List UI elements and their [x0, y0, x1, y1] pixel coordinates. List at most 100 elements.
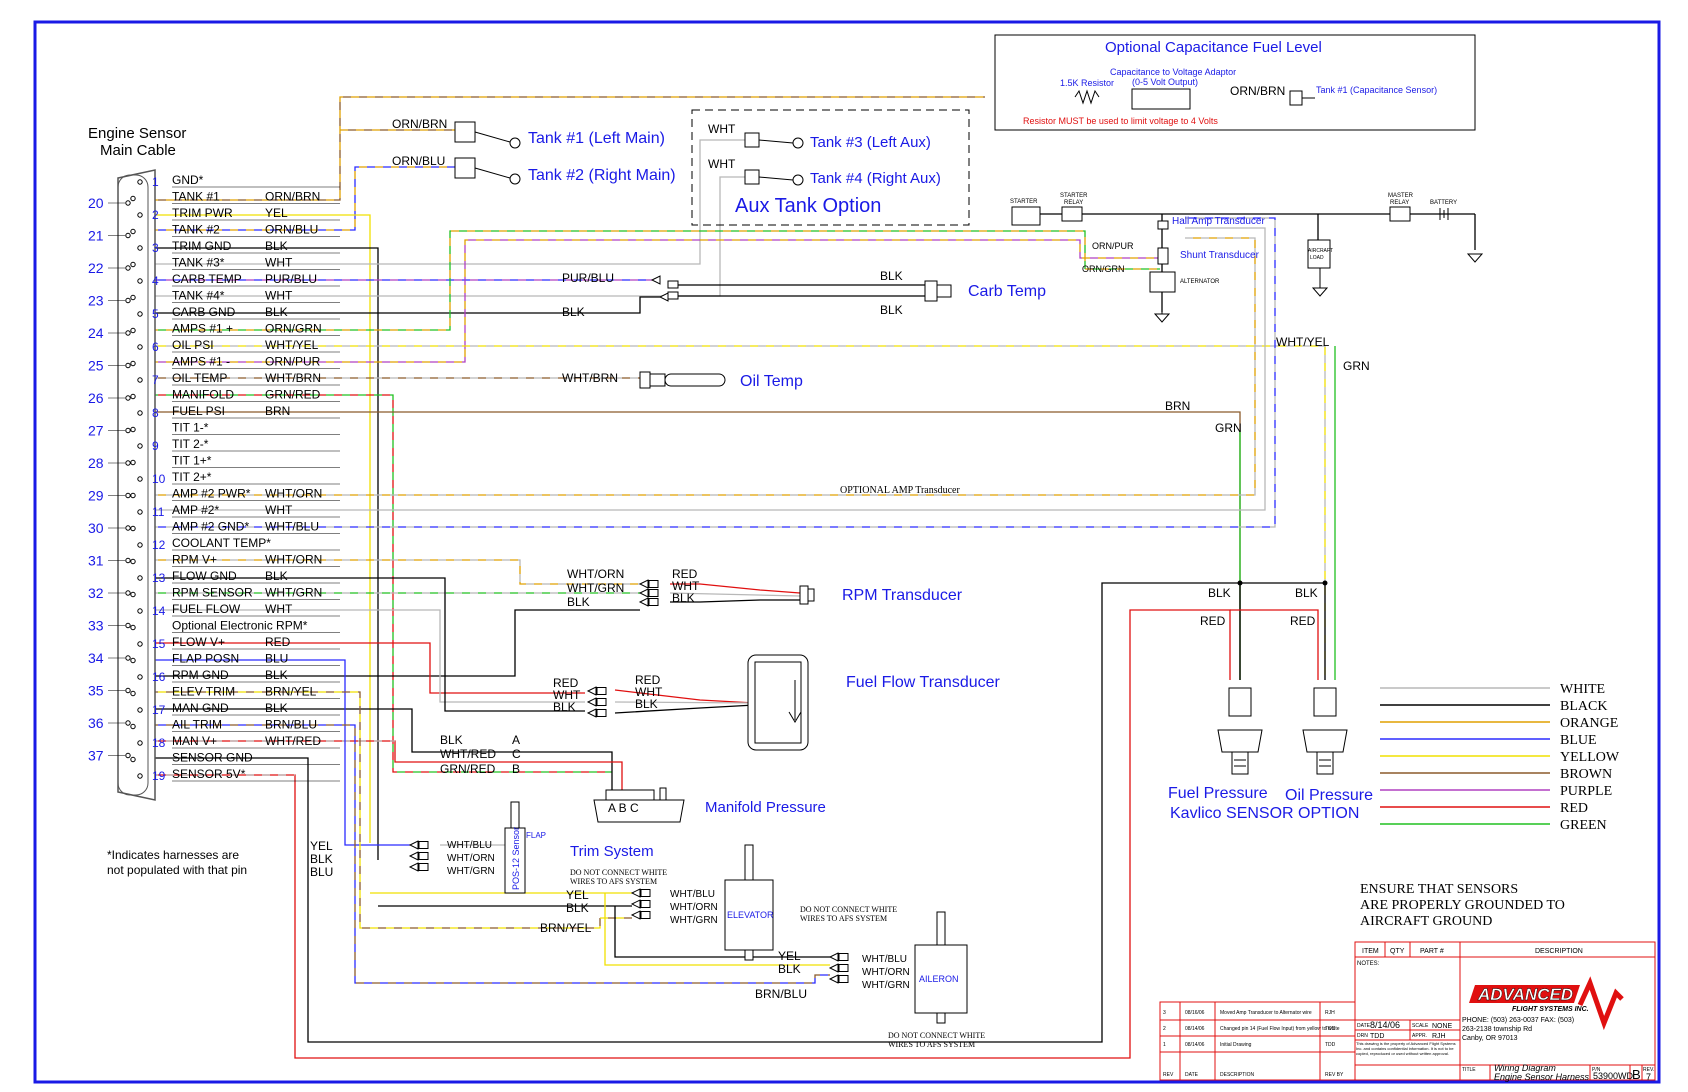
connector-left-number: 35 [88, 683, 104, 699]
pin-name: SENSOR 5V* [172, 767, 246, 781]
company-name: ADVANCED [1477, 985, 1573, 1004]
flap-w2: WHT/ORN [447, 853, 495, 864]
pin-hole [137, 245, 143, 251]
starter [1011, 206, 1041, 226]
connector-socket [838, 953, 849, 961]
company-sub: FLIGHT SYSTEMS INC. [1512, 1006, 1589, 1013]
oil-temp-sensor: WHT/BRN Oil Temp [562, 371, 803, 390]
tb-date-lbl: DATE [1357, 1023, 1371, 1029]
pin-hole [137, 674, 143, 680]
master-relay-label-2: RELAY [1390, 200, 1409, 206]
capacitance-wire: ORN/BRN [1230, 84, 1285, 98]
pin-hole [130, 360, 136, 367]
rpm-w2: WHT/GRN [567, 581, 624, 595]
pin-name: Optional Electronic RPM* [172, 619, 308, 633]
pin-number: 11 [152, 505, 165, 519]
tb-appr: RJH [1432, 1033, 1446, 1040]
pin-name: AMP #2 PWR* [172, 487, 251, 501]
tb-scale-lbl: SCALE [1412, 1023, 1429, 1029]
manifold-pressure-sensor: BLK A WHT/RED C GRN/RED B A B C Manifold… [440, 733, 826, 823]
elev-warn-1: DO NOT CONNECT WHITE [800, 905, 897, 914]
connector-socket [648, 589, 659, 597]
pin-name: AIL TRIM [172, 718, 222, 732]
oil-temp-label: Oil Temp [740, 373, 803, 390]
connector-socket [640, 889, 651, 897]
capacitance-title: Optional Capacitance Fuel Level [1105, 39, 1322, 56]
elev-w1: WHT/BLU [670, 889, 715, 900]
pin-hole [130, 525, 136, 532]
pin-hole [137, 773, 143, 779]
title-block: ITEM QTY PART # DESCRIPTION NOTES: DATE … [1159, 941, 1656, 1082]
trim-left-1: YEL [310, 839, 333, 853]
tb-notes: NOTES: [1357, 961, 1380, 967]
connector-pin [638, 597, 649, 607]
hall-label: Hall Amp Transducer [1172, 216, 1265, 227]
connector-left-hole [125, 265, 131, 271]
flow-label: Fuel Flow Transducer [846, 674, 1001, 691]
connector-left-hole [125, 200, 131, 206]
elev-left-3: BRN/YEL [540, 921, 592, 935]
pin-wire-color: ORN/GRN [265, 322, 322, 336]
pin-hole [130, 624, 136, 631]
pin-wire-color: RED [265, 635, 291, 649]
tb-drn-lbl: DRN [1357, 1033, 1368, 1039]
rpm-w1: WHT/ORN [567, 567, 624, 581]
flow-w3: BLK [553, 700, 576, 714]
flap-connectors [408, 840, 429, 872]
rpm-w3: BLK [567, 595, 590, 609]
pin-wire-color: WHT/ORN [265, 487, 322, 501]
pin-name: TIT 2+* [172, 470, 212, 484]
rev-header: DESCRIPTION [1220, 1072, 1255, 1078]
carb-wire-blk-1: BLK [880, 269, 903, 283]
kav-brn: BRN [1165, 399, 1190, 413]
kavlico-sensors: WHT/YEL GRN BRN GRN BLK BLK RED RED Fuel… [1165, 335, 1373, 822]
fuel-pressure-sensor [1217, 687, 1263, 775]
connector-left-hole [125, 687, 131, 694]
pin-wire-color: ORN/BRN [265, 190, 320, 204]
pin-hole [130, 591, 136, 598]
connector-left-hole [125, 460, 131, 466]
man-p2: C [512, 747, 521, 761]
pin-number: 8 [152, 406, 159, 420]
pin-wire-color: YEL [265, 206, 288, 220]
connector-left-hole [125, 720, 131, 726]
tank-1-sender: ORN/BRN Tank #1 (Left Main) [392, 117, 665, 149]
tb-drn: TDD [1370, 1033, 1384, 1040]
pin-wire-color: BLK [265, 305, 288, 319]
color-legend: WHITEBLACKORANGEBLUEYELLOWBROWNPURPLERED… [1380, 682, 1620, 833]
pin-name: MAN V+ [172, 734, 217, 748]
pin-number: 6 [152, 340, 159, 354]
connector-left-hole [125, 590, 131, 596]
connector-pins [130, 179, 143, 779]
main-cable-title-1: Engine Sensor [88, 125, 186, 142]
tb-addr1: 263-2138 township Rd [1462, 1026, 1532, 1033]
pin-number: 5 [152, 307, 159, 321]
capacitance-warning: Resistor MUST be used to limit voltage t… [1023, 116, 1218, 126]
legend-label: BLUE [1560, 733, 1597, 748]
orn-pur-label: ORN/PUR [1092, 241, 1134, 251]
pin-hole [130, 327, 136, 334]
rev-cell: TDD [1325, 1026, 1336, 1032]
rev-cell: 1 [1163, 1042, 1166, 1048]
manifold-label: Manifold Pressure [705, 799, 826, 816]
pin-number: 18 [152, 736, 166, 750]
connector-left-number: 24 [88, 325, 104, 341]
pin-number: 17 [152, 703, 166, 717]
aux-tank-option-label: Aux Tank Option [735, 195, 881, 217]
pin-wire-color: BLU [265, 652, 288, 666]
pin-hole [130, 426, 136, 433]
connector-pin [638, 579, 649, 589]
legend-label: RED [1560, 801, 1588, 816]
connector-socket [640, 900, 651, 908]
shunt-transducer [1157, 247, 1169, 265]
rpm-s2: WHT [672, 579, 700, 593]
alternator [1149, 271, 1176, 293]
trim-system: Trim System POS-12 Sensor FLAP WHT/BLU W… [310, 801, 985, 1049]
connector-pin [408, 851, 419, 861]
carb-temp-label: Carb Temp [968, 283, 1046, 300]
capacitance-adaptor-2: (0-5 Volt Output) [1132, 77, 1198, 87]
connector-left-number: 31 [88, 553, 104, 569]
rev-header: REV [1163, 1072, 1174, 1078]
pin-name: GND* [172, 173, 204, 187]
